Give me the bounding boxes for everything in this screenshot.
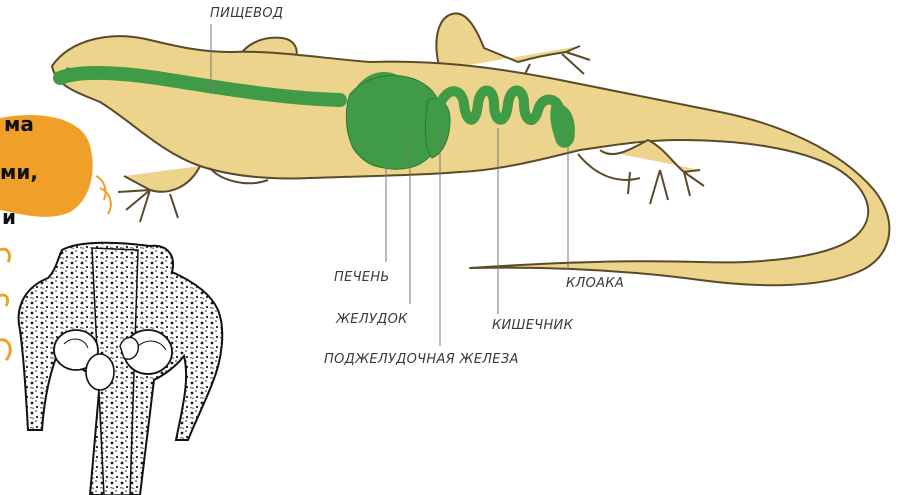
lizard-digestive-diagram: ма ми, и (0, 0, 899, 495)
dissected-lizard-inset (0, 0, 899, 495)
